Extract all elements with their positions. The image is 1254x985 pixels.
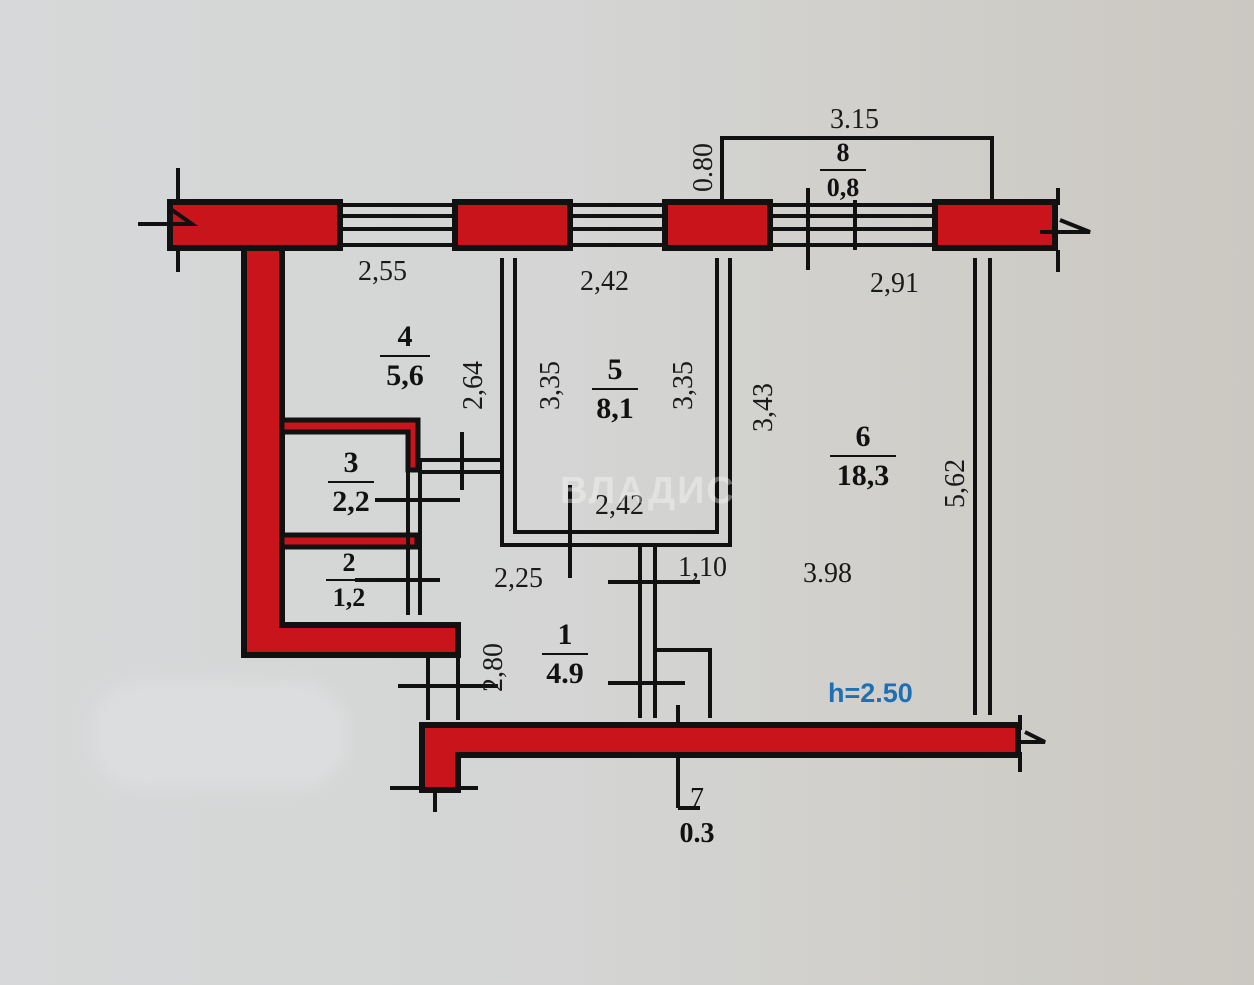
room-area: 5,6 [386,359,424,392]
dim-hall-depth: 2,80 [478,643,509,692]
top-wall [167,199,1058,251]
room-area: 1,2 [332,583,366,612]
watermark-logo: ВЛАДИС [560,470,736,512]
room-number: 6 [830,422,896,457]
dim-room6-lower: 3.98 [803,558,852,589]
room-number: 2 [326,550,372,581]
room-area: 8,1 [596,392,634,425]
room-1-label: 1 4.9 [542,620,588,689]
bottom-wall [419,722,1021,793]
room-6-label: 6 18,3 [830,422,896,491]
dim-room6-upper: 3,43 [748,383,779,432]
room-4-label: 4 5,6 [380,322,430,391]
room-7-label: 7 0.3 [672,785,722,848]
dim-balcony-width: 3.15 [830,104,879,135]
dim-hall-width: 2,25 [494,563,543,594]
dim-room4-depth: 2,64 [458,361,489,410]
room-area: 18,3 [836,459,890,492]
room-5-label: 5 8,1 [592,355,638,424]
room-area: 4.9 [546,657,584,690]
dim-room5-right: 3,35 [668,361,699,410]
dim-room4-width: 2,55 [358,256,407,287]
dim-room6-depth: 5,62 [940,459,971,508]
dim-room5-width-bottom: 2,42 [595,490,644,521]
room-number: 4 [380,322,430,357]
ceiling-height-label: h=2.50 [828,678,913,708]
dim-room6-width: 2,91 [870,268,919,299]
dim-room5-width-top: 2,42 [580,266,629,297]
room-8-label: 8 0,8 [820,140,866,201]
left-wall [241,245,461,658]
dim-balcony-depth: 0.80 [688,143,719,192]
dim-corridor-width: 1,10 [678,552,727,583]
room-3-label: 3 2,2 [328,448,374,517]
room-number: 7 [690,783,704,814]
room-2-label: 2 1,2 [326,550,372,611]
redacted-area [90,680,350,790]
room-area: 0,8 [826,173,860,202]
room-number: 1 [542,620,588,655]
room-area: 0.3 [679,818,715,849]
room-number: 5 [592,355,638,390]
room-number: 8 [820,140,866,171]
dim-room5-left: 3,35 [535,361,566,410]
room-area: 2,2 [332,485,370,518]
room-number: 3 [328,448,374,483]
windows [343,188,932,270]
balcony-outline [720,136,994,202]
